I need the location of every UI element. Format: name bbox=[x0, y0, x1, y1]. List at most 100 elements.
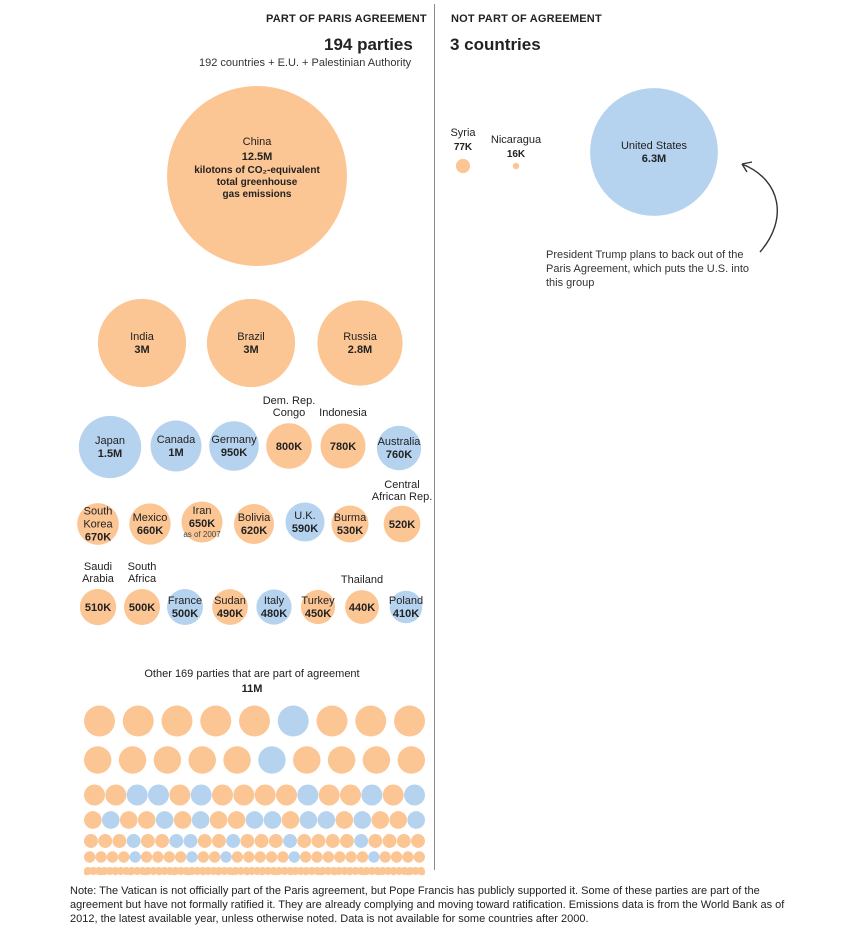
other-bubble-r4-10 bbox=[226, 834, 241, 848]
value-south-africa: 500K bbox=[129, 602, 155, 614]
label-nicaragua: Nicaragua bbox=[491, 134, 542, 146]
other-bubble-r1-8 bbox=[362, 746, 391, 774]
value-central-african-rep: 520K bbox=[389, 519, 415, 531]
other-bubble-r3-8 bbox=[227, 811, 246, 829]
other-bubble-r5-10 bbox=[197, 851, 210, 863]
other-bubble-r7-4 bbox=[142, 870, 148, 876]
other-bubble-r7-13 bbox=[274, 870, 279, 876]
label-saudi-arabia-1: Arabia bbox=[82, 573, 115, 585]
other-bubble-r1-2 bbox=[153, 746, 182, 774]
other-bubble-r4-22 bbox=[396, 834, 411, 848]
bubble-australia bbox=[376, 425, 422, 471]
value-australia: 760K bbox=[386, 449, 412, 461]
bubble-brazil bbox=[206, 298, 296, 388]
other-bubble-r4-4 bbox=[140, 834, 155, 848]
other-bubble-r5-4 bbox=[129, 851, 141, 863]
other-bubble-r2-4 bbox=[169, 784, 191, 806]
other-bubble-r7-8 bbox=[201, 870, 206, 876]
other-bubble-r4-18 bbox=[339, 834, 354, 848]
bubble-china bbox=[167, 86, 347, 266]
value-burma: 530K bbox=[337, 525, 363, 537]
other-bubble-r4-15 bbox=[297, 834, 312, 848]
other-bubble-r2-2 bbox=[126, 784, 148, 806]
other-bubble-r5-7 bbox=[163, 851, 175, 863]
unit-line-1: total greenhouse bbox=[217, 177, 298, 188]
other-bubble-r7-7 bbox=[186, 870, 191, 876]
right-count: 3 countries bbox=[450, 35, 541, 54]
other-bubble-r7-11 bbox=[244, 870, 250, 876]
label-burma: Burma bbox=[334, 512, 367, 524]
value-sudan: 490K bbox=[217, 608, 243, 620]
other-bubble-r2-8 bbox=[254, 784, 276, 806]
value-u-k: 590K bbox=[292, 523, 318, 535]
other-bubble-r3-4 bbox=[155, 811, 174, 829]
other-bubble-r3-1 bbox=[101, 811, 120, 829]
other-bubble-r2-13 bbox=[361, 784, 383, 806]
other-bubble-r5-12 bbox=[220, 851, 232, 863]
value-germany: 950K bbox=[221, 447, 247, 459]
other-bubble-r0-8 bbox=[394, 705, 425, 737]
other-bubble-r4-23 bbox=[411, 834, 425, 848]
other-bubble-r4-9 bbox=[211, 834, 226, 848]
label-canada: Canada bbox=[157, 434, 196, 446]
value-italy: 480K bbox=[261, 608, 287, 620]
other-bubble-r0-4 bbox=[239, 705, 270, 737]
other-bubble-r5-20 bbox=[311, 851, 323, 863]
other-bubble-r3-7 bbox=[209, 811, 228, 829]
other-bubble-r4-2 bbox=[112, 834, 127, 848]
other-bubble-r4-12 bbox=[254, 834, 269, 848]
value-united-states: 6.3M bbox=[642, 153, 666, 165]
other-bubble-r4-0 bbox=[84, 834, 98, 848]
label-saudi-arabia: Saudi bbox=[84, 561, 112, 573]
other-bubble-r7-14 bbox=[288, 870, 294, 876]
other-bubble-r7-2 bbox=[113, 870, 118, 876]
annotation-arrow bbox=[741, 163, 778, 253]
other-bubble-r5-16 bbox=[265, 851, 278, 863]
other-bubble-r0-1 bbox=[122, 705, 154, 737]
us-annotation: President Trump plans to back out of the… bbox=[546, 249, 749, 289]
unit-line-0: kilotons of CO₂-equivalent bbox=[194, 165, 320, 176]
bubble-japan bbox=[78, 415, 142, 479]
label-japan: Japan bbox=[95, 435, 125, 447]
other-bubble-r1-1 bbox=[118, 746, 147, 774]
other-bubble-r3-12 bbox=[299, 811, 318, 829]
other-bubble-r7-5 bbox=[157, 870, 162, 876]
bubble-india bbox=[97, 298, 187, 388]
other-bubble-r7-23 bbox=[420, 870, 426, 876]
other-bubble-r5-8 bbox=[174, 851, 187, 863]
bubble-turkey bbox=[300, 589, 336, 625]
label-central-african-rep: Central bbox=[384, 479, 419, 491]
other-bubble-r3-9 bbox=[245, 811, 264, 829]
value-syria: 77K bbox=[454, 142, 473, 153]
other-bubble-r1-6 bbox=[293, 746, 321, 774]
other-bubble-r7-0 bbox=[84, 870, 89, 876]
other-bubble-r3-18 bbox=[407, 811, 425, 829]
other-bubble-r4-7 bbox=[183, 834, 198, 848]
other-bubble-r1-7 bbox=[327, 746, 356, 774]
other-bubble-r5-11 bbox=[209, 851, 221, 863]
bubble-nicaragua bbox=[512, 162, 520, 170]
other-bubble-r3-10 bbox=[263, 811, 282, 829]
label-germany: Germany bbox=[211, 434, 257, 446]
other-bubble-r2-11 bbox=[318, 784, 340, 806]
other-bubble-r5-0 bbox=[84, 851, 96, 863]
label-poland: Poland bbox=[389, 595, 423, 607]
other-bubble-r3-5 bbox=[173, 811, 192, 829]
right-header: NOT PART OF AGREEMENT bbox=[451, 13, 602, 25]
value-france: 500K bbox=[172, 608, 198, 620]
other-bubble-r3-3 bbox=[137, 811, 156, 829]
other-bubble-r0-6 bbox=[316, 705, 348, 737]
bubble-bolivia bbox=[233, 503, 275, 545]
other-bubble-r3-15 bbox=[353, 811, 372, 829]
other-bubble-r5-1 bbox=[95, 851, 107, 863]
bubble-mexico bbox=[129, 503, 171, 545]
bubble-dem-rep-congo bbox=[266, 423, 312, 469]
other-bubble-r4-6 bbox=[169, 834, 184, 848]
other-bubble-r5-19 bbox=[299, 851, 312, 863]
other-bubble-r7-20 bbox=[376, 870, 382, 876]
label-china: China bbox=[243, 136, 273, 148]
other-bubble-r2-1 bbox=[105, 784, 127, 806]
bubble-germany bbox=[209, 421, 259, 471]
label-mexico: Mexico bbox=[133, 512, 168, 524]
annotation-arrowhead bbox=[741, 161, 753, 173]
